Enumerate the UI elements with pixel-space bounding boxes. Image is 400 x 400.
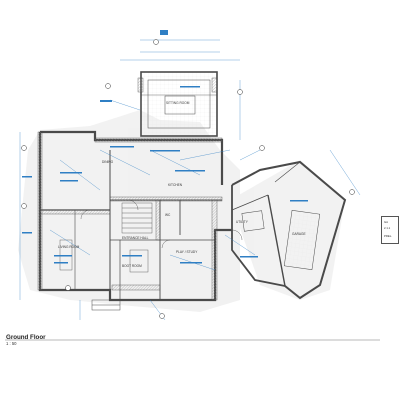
title-block: GA 2.1.1 PREL. <box>381 216 399 244</box>
title-block-status: PREL. <box>384 234 393 238</box>
room-label-kitchen: KITCHEN <box>168 183 182 187</box>
room-label-wc: WC <box>165 213 171 217</box>
sheet-title: Ground Floor <box>6 334 46 341</box>
east-wing <box>231 160 347 300</box>
north-wing <box>137 71 218 137</box>
staircase <box>121 202 153 234</box>
entrance-steps <box>91 299 121 311</box>
room-label-hall: ENTRANCE HALL <box>122 236 149 240</box>
sheet-scale: 1 : 50 <box>6 341 17 346</box>
room-label-play: PLAY / STUDY <box>176 250 198 254</box>
room-label-living: LIVING ROOM <box>58 245 80 249</box>
room-label-sitting: SITTING ROOM <box>166 101 190 105</box>
title-block-number: 2.1.1 <box>384 226 391 230</box>
room-label-boot: BOOT ROOM <box>122 264 142 268</box>
room-label-utility: UTILITY <box>236 220 248 224</box>
blue-notes <box>22 30 308 264</box>
section-markers <box>21 39 355 319</box>
room-label-garage: GARAGE <box>292 232 306 236</box>
site-shading <box>18 110 345 312</box>
title-block-code: GA <box>384 220 389 224</box>
wall-hatching <box>37 131 223 301</box>
room-label-dining: DINING <box>102 160 114 164</box>
